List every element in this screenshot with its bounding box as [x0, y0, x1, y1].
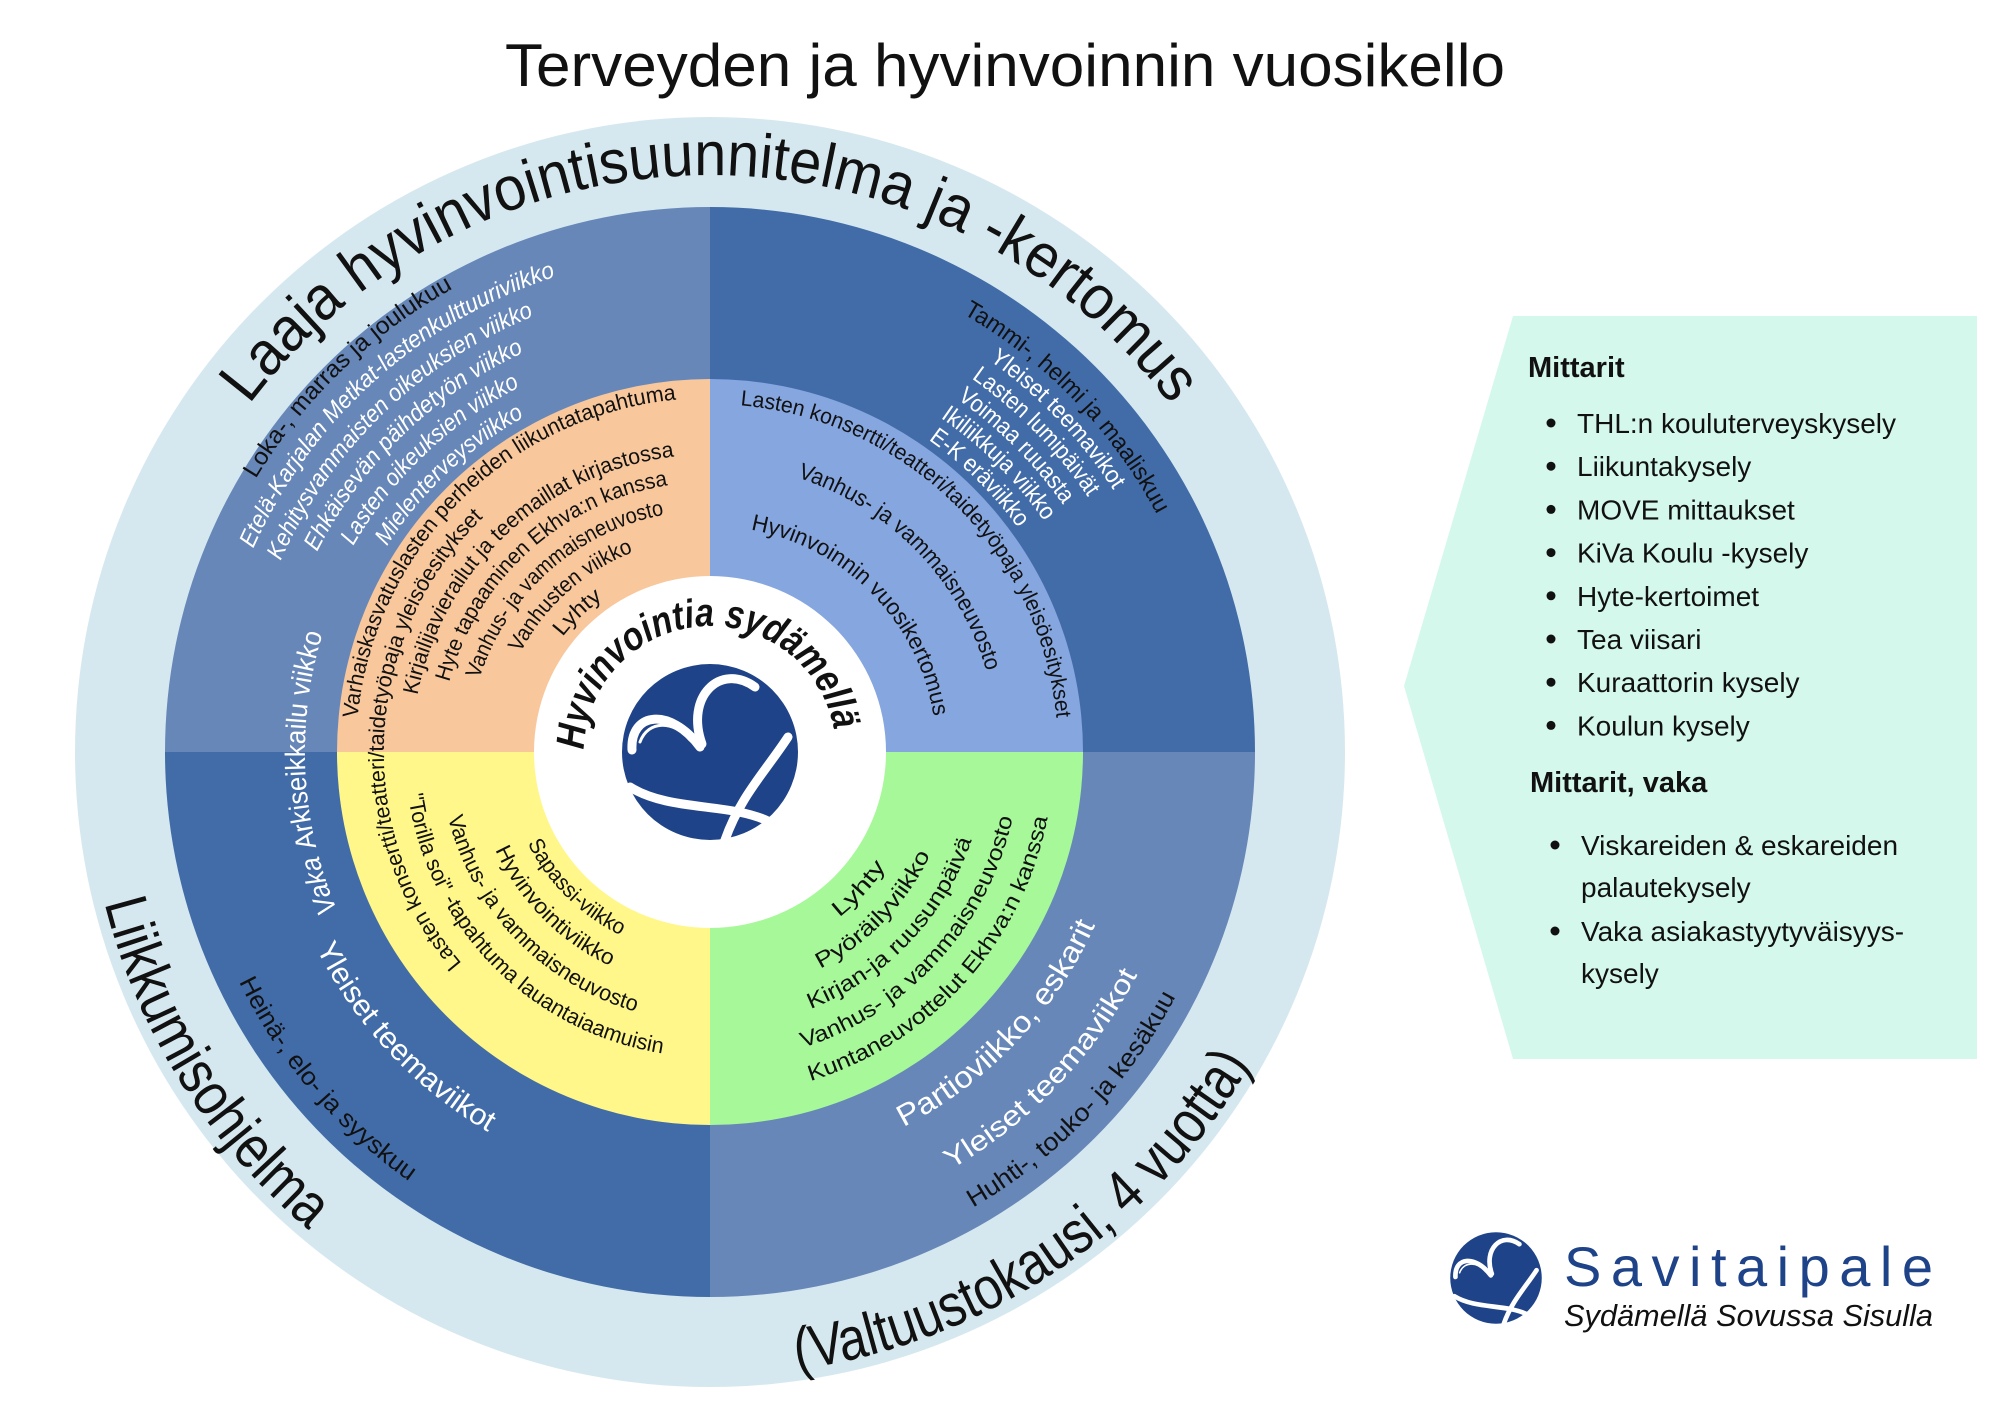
indicator-item: KiVa Koulu -kysely	[1577, 538, 1808, 569]
bullet	[1546, 461, 1556, 471]
panel-heading-vaka-indicators: Mittarit, vaka	[1530, 767, 1708, 799]
panel-heading-indicators: Mittarit	[1528, 352, 1625, 384]
bullet	[1546, 504, 1556, 514]
bullet	[1546, 548, 1556, 558]
bullet	[1546, 677, 1556, 687]
indicator-item: Kuraattorin kysely	[1577, 667, 1800, 698]
brand-heart-icon	[1450, 1232, 1542, 1324]
indicator-item: Hyte-kertoimet	[1577, 581, 1759, 612]
bullet	[1550, 840, 1560, 850]
vaka-indicator-item: Viskareiden & eskareiden	[1581, 830, 1898, 861]
bullet	[1546, 418, 1556, 428]
indicator-list: THL:n kouluterveyskyselyLiikuntakyselyMO…	[1546, 408, 1896, 741]
brand-name: Savitaipale	[1564, 1235, 1933, 1298]
vaka-indicator-item-cont: palautekysely	[1581, 872, 1751, 903]
vaka-indicator-list: Viskareiden & eskareiden palautekysely V…	[1550, 830, 1904, 989]
heart-logo-icon	[622, 664, 798, 840]
indicators-panel: Mittarit THL:n kouluterveyskyselyLiikunt…	[1404, 316, 1977, 1059]
indicator-item: Koulun kysely	[1577, 710, 1750, 741]
vaka-indicator-item: Vaka asiakastyytyväisyys-	[1581, 916, 1904, 947]
indicator-item: Liikuntakysely	[1577, 451, 1751, 482]
indicator-item: THL:n kouluterveyskysely	[1577, 408, 1896, 439]
bullet	[1546, 591, 1556, 601]
savitaipale-logo: Savitaipale Sydämellä Sovussa Sisulla	[1450, 1232, 1933, 1333]
indicator-item: Tea viisari	[1577, 624, 1701, 655]
vaka-indicator-item-cont: kysely	[1581, 958, 1659, 989]
page-title: Terveyden ja hyvinvoinnin vuosikello	[505, 32, 1505, 99]
indicator-item: MOVE mittaukset	[1577, 494, 1795, 525]
brand-slogan: Sydämellä Sovussa Sisulla	[1564, 1298, 1933, 1333]
bullet	[1546, 634, 1556, 644]
bullet	[1550, 926, 1560, 936]
bullet	[1546, 720, 1556, 730]
